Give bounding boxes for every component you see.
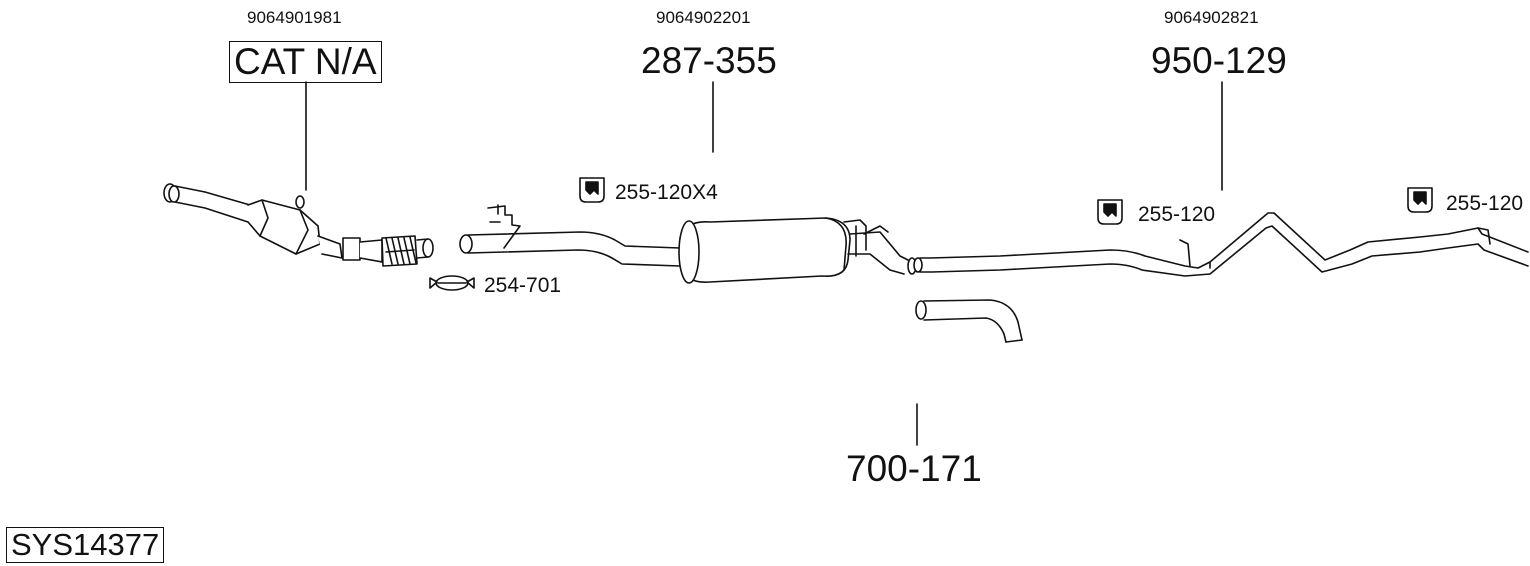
accessory-label-clamp[interactable]: 254-701 bbox=[484, 274, 562, 297]
part-label-front-silencer[interactable]: 287-355 bbox=[641, 40, 777, 81]
leader-lines bbox=[305, 81, 1223, 446]
accessory-label-hanger-mid[interactable]: 255-120 bbox=[1138, 203, 1216, 226]
oem-number-rear-pipe: 9064902821 bbox=[1164, 8, 1259, 27]
part-label-catalyst[interactable]: CAT N/A bbox=[229, 41, 382, 83]
rear-pipe[interactable] bbox=[913, 212, 1529, 277]
rubber-hanger-icon[interactable] bbox=[1097, 199, 1123, 225]
catalyst-front-pipe[interactable] bbox=[163, 183, 434, 267]
rubber-hanger-icon[interactable] bbox=[579, 177, 605, 203]
accessory-label-hanger-rear[interactable]: 255-120 bbox=[1446, 192, 1524, 215]
front-silencer[interactable] bbox=[459, 204, 917, 284]
system-id-label: SYS14377 bbox=[6, 527, 165, 563]
tail-pipe[interactable] bbox=[915, 299, 1023, 343]
pipe-clamp-icon[interactable] bbox=[429, 275, 475, 291]
oem-number-front-silencer: 9064902201 bbox=[656, 8, 751, 27]
accessory-label-hanger-x4[interactable]: 255-120X4 bbox=[615, 181, 718, 204]
rubber-hanger-icon[interactable] bbox=[1407, 187, 1433, 213]
part-label-tail-pipe[interactable]: 700-171 bbox=[846, 448, 982, 489]
oem-number-catalyst: 9064901981 bbox=[247, 8, 342, 27]
part-label-rear-pipe[interactable]: 950-129 bbox=[1151, 40, 1287, 81]
